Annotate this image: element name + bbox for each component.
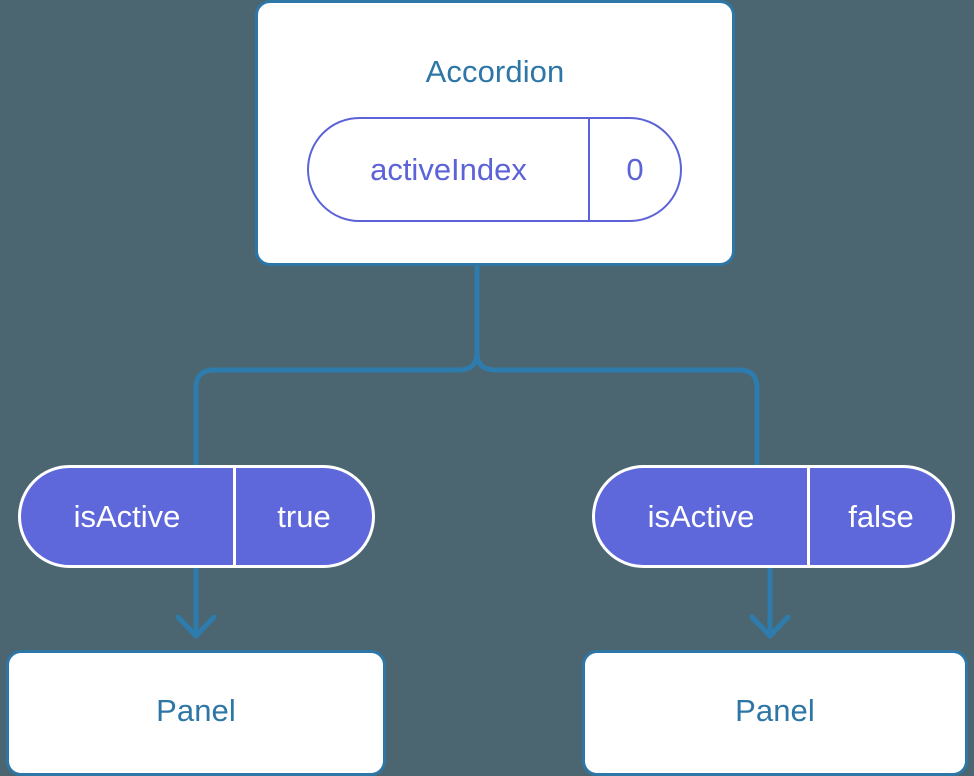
prop-badge-isactive-true-value: true <box>277 498 331 534</box>
prop-badge-isactive-false: isActive false <box>592 465 955 568</box>
panel-card-left: Panel <box>6 650 386 776</box>
arrow-right-panel <box>749 560 791 639</box>
state-badge-active-index: activeIndex 0 <box>307 117 682 222</box>
state-badge-active-index-value: 0 <box>626 151 644 187</box>
accordion-title: Accordion <box>425 54 565 89</box>
connector-right-branch <box>474 263 760 470</box>
prop-badge-isactive-true: isActive true <box>18 465 375 568</box>
connector-left-branch <box>193 263 480 470</box>
panel-card-right: Panel <box>582 650 968 776</box>
arrow-left-panel <box>175 560 217 639</box>
prop-badge-isactive-false-key: isActive <box>595 468 810 565</box>
prop-badge-isactive-true-key: isActive <box>21 468 236 565</box>
panel-right-title: Panel <box>735 693 815 728</box>
state-badge-active-index-key: activeIndex <box>309 119 590 220</box>
panel-left-title: Panel <box>156 693 236 728</box>
prop-badge-isactive-false-value: false <box>848 498 914 534</box>
